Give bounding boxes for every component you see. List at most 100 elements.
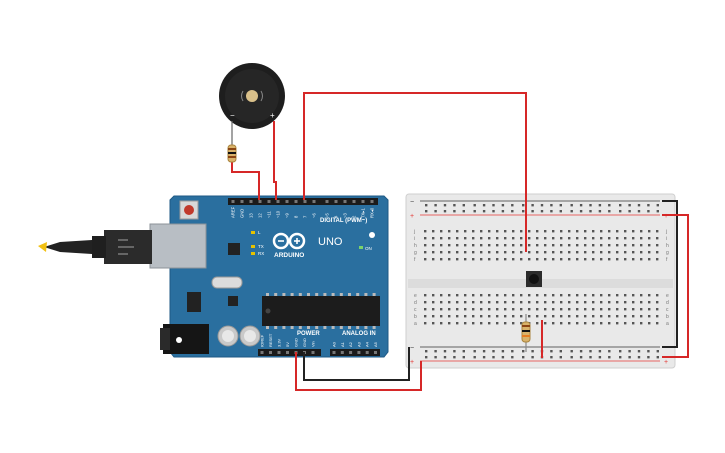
terminal-hole[interactable] [592, 322, 595, 325]
terminal-hole[interactable] [448, 244, 451, 247]
rail-hole[interactable] [473, 350, 476, 353]
terminal-hole[interactable] [600, 294, 603, 297]
rail-hole[interactable] [628, 210, 631, 213]
terminal-hole[interactable] [616, 237, 619, 240]
terminal-hole[interactable] [544, 301, 547, 304]
rail-hole[interactable] [608, 356, 611, 359]
terminal-hole[interactable] [456, 251, 459, 254]
terminal-hole[interactable] [648, 237, 651, 240]
terminal-hole[interactable] [472, 315, 475, 318]
analog-pin-hole[interactable] [340, 351, 344, 354]
rail-hole[interactable] [647, 210, 650, 213]
terminal-hole[interactable] [472, 244, 475, 247]
terminal-hole[interactable] [480, 244, 483, 247]
digital-pin-hole[interactable] [325, 200, 329, 203]
terminal-hole[interactable] [592, 258, 595, 261]
rail-hole[interactable] [540, 204, 544, 207]
terminal-hole[interactable] [592, 294, 595, 297]
rail-hole[interactable] [443, 356, 447, 359]
terminal-hole[interactable] [448, 308, 451, 311]
terminal-hole[interactable] [432, 251, 435, 254]
rail-hole[interactable] [598, 350, 602, 353]
terminal-hole[interactable] [648, 251, 651, 254]
terminal-hole[interactable] [496, 230, 499, 233]
terminal-hole[interactable] [464, 230, 467, 233]
terminal-hole[interactable] [528, 315, 531, 318]
terminal-hole[interactable] [648, 244, 651, 247]
terminal-hole[interactable] [512, 308, 515, 311]
rail-hole[interactable] [647, 350, 650, 353]
terminal-hole[interactable] [424, 294, 427, 297]
rail-hole[interactable] [619, 356, 622, 359]
terminal-hole[interactable] [528, 244, 531, 247]
rail-hole[interactable] [501, 356, 505, 359]
terminal-hole[interactable] [504, 322, 507, 325]
terminal-hole[interactable] [424, 301, 427, 304]
terminal-hole[interactable] [656, 315, 659, 318]
terminal-hole[interactable] [456, 301, 459, 304]
terminal-hole[interactable] [520, 301, 523, 304]
terminal-hole[interactable] [504, 294, 507, 297]
terminal-hole[interactable] [536, 315, 539, 318]
terminal-hole[interactable] [608, 315, 611, 318]
power-pin-hole[interactable] [277, 351, 281, 354]
terminal-hole[interactable] [488, 237, 491, 240]
terminal-hole[interactable] [592, 251, 595, 254]
terminal-hole[interactable] [480, 251, 483, 254]
terminal-hole[interactable] [464, 315, 467, 318]
rail-hole[interactable] [579, 350, 583, 353]
terminal-hole[interactable] [512, 315, 515, 318]
rail-hole[interactable] [559, 356, 562, 359]
rail-hole[interactable] [462, 356, 465, 359]
rail-hole[interactable] [598, 356, 602, 359]
buzzer-resistor[interactable] [227, 144, 237, 163]
rail-hole[interactable] [443, 350, 447, 353]
terminal-hole[interactable] [536, 244, 539, 247]
rail-hole[interactable] [619, 204, 622, 207]
terminal-hole[interactable] [584, 315, 587, 318]
terminal-hole[interactable] [584, 237, 587, 240]
terminal-hole[interactable] [432, 315, 435, 318]
terminal-hole[interactable] [512, 301, 515, 304]
terminal-hole[interactable] [440, 230, 443, 233]
terminal-hole[interactable] [544, 230, 547, 233]
rail-hole[interactable] [462, 204, 465, 207]
terminal-hole[interactable] [552, 230, 555, 233]
rail-hole[interactable] [453, 204, 456, 207]
terminal-hole[interactable] [544, 315, 547, 318]
button-cap[interactable] [529, 274, 539, 284]
terminal-hole[interactable] [480, 315, 483, 318]
rail-hole[interactable] [482, 204, 486, 207]
terminal-hole[interactable] [608, 308, 611, 311]
rail-hole[interactable] [570, 356, 573, 359]
terminal-hole[interactable] [424, 322, 427, 325]
terminal-hole[interactable] [440, 244, 443, 247]
terminal-hole[interactable] [584, 294, 587, 297]
terminal-hole[interactable] [632, 251, 635, 254]
terminal-hole[interactable] [632, 230, 635, 233]
terminal-hole[interactable] [552, 315, 555, 318]
rail-hole[interactable] [628, 204, 631, 207]
terminal-hole[interactable] [488, 301, 491, 304]
terminal-hole[interactable] [440, 308, 443, 311]
terminal-hole[interactable] [600, 230, 603, 233]
terminal-hole[interactable] [568, 308, 571, 311]
rail-hole[interactable] [462, 210, 465, 213]
terminal-hole[interactable] [632, 244, 635, 247]
terminal-hole[interactable] [496, 294, 499, 297]
rail-hole[interactable] [425, 350, 428, 353]
rail-hole[interactable] [540, 210, 544, 213]
terminal-hole[interactable] [520, 237, 523, 240]
terminal-hole[interactable] [528, 230, 531, 233]
terminal-hole[interactable] [616, 294, 619, 297]
terminal-hole[interactable] [584, 258, 587, 261]
rail-hole[interactable] [579, 204, 583, 207]
terminal-hole[interactable] [496, 301, 499, 304]
terminal-hole[interactable] [568, 315, 571, 318]
digital-pin-hole[interactable] [285, 200, 289, 203]
terminal-hole[interactable] [536, 258, 539, 261]
power-pin-hole[interactable] [269, 351, 272, 354]
rail-hole[interactable] [425, 204, 428, 207]
terminal-hole[interactable] [640, 301, 643, 304]
